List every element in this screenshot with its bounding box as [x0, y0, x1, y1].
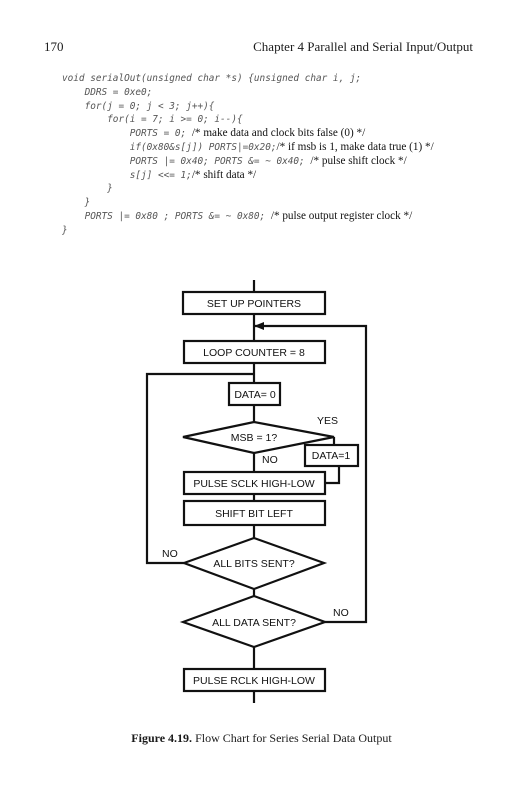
data-zero-label: DATA= 0 — [234, 389, 275, 401]
loop-counter-label: LOOP COUNTER = 8 — [203, 347, 305, 359]
code-line: s[j] <<= 1;/* shift data */ — [62, 168, 257, 181]
figure-label: Figure 4.19. — [131, 731, 193, 745]
no-label-bits: NO — [162, 548, 178, 560]
code-line: for(i = 7; i >= 0; i--){ — [62, 114, 243, 126]
outer-loop-line — [254, 324, 368, 624]
code-line: PORTS = 0; /* make data and clock bits f… — [62, 127, 366, 140]
arrowhead-icon — [254, 322, 264, 330]
all-data-sent-label: ALL DATA SENT? — [212, 617, 296, 629]
loop-back-line — [145, 372, 254, 565]
code-listing: void serialOut(unsigned char *s) {unsign… — [62, 72, 434, 238]
code-line: PORTS |= 0x40; PORTS &= ~ 0x40; /* pulse… — [62, 154, 407, 167]
pulse-sclk-label: PULSE SCLK HIGH-LOW — [193, 478, 314, 490]
no-label-data: NO — [333, 607, 349, 619]
figure-caption-text: Flow Chart for Series Serial Data Output — [192, 731, 392, 745]
yes-label: YES — [317, 415, 338, 427]
connector-line — [325, 466, 341, 485]
all-bits-sent-diamond — [180, 536, 328, 591]
code-line: } — [62, 197, 91, 209]
all-bits-sent-label: ALL BITS SENT? — [213, 558, 294, 570]
data-one-label: DATA=1 — [312, 450, 351, 462]
shift-bit-label: SHIFT BIT LEFT — [215, 508, 293, 520]
code-line: } — [62, 183, 113, 195]
set-up-pointers-label: SET UP POINTERS — [207, 298, 301, 310]
running-title: Chapter 4 Parallel and Serial Input/Outp… — [253, 39, 473, 54]
shift-bit-box — [182, 499, 327, 527]
page-number: 170 — [44, 39, 64, 54]
msb-decision-label: MSB = 1? — [231, 432, 278, 444]
data-one-box — [303, 443, 360, 468]
code-line: void serialOut(unsigned char *s) {unsign… — [62, 73, 362, 84]
code-line: if(0x80&s[j]) PORTS|=0x20;/* if msb is 1… — [62, 140, 434, 153]
code-line: PORTS |= 0x80 ; PORTS &= ~ 0x80; /* puls… — [62, 209, 413, 222]
code-line: for(j = 0; j < 3; j++){ — [62, 100, 215, 112]
code-line: DDRS = 0xe0; — [62, 86, 153, 98]
no-label-msb: NO — [262, 454, 278, 466]
pulse-rclk-label: PULSE RCLK HIGH-LOW — [193, 675, 315, 687]
code-line: } — [62, 224, 68, 236]
figure-caption: Figure 4.19. Flow Chart for Series Seria… — [0, 731, 523, 746]
